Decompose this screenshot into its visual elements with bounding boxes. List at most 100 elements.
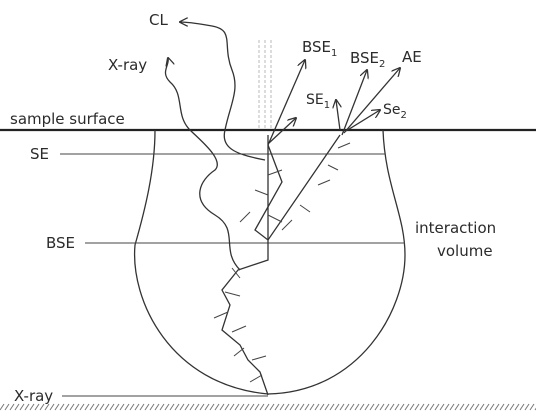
- hatch-mark: [285, 404, 289, 410]
- xray-trajectory[interactable]: [165, 58, 240, 270]
- hatch-mark: [70, 404, 74, 410]
- hatch-mark: [315, 404, 319, 410]
- hatch-mark: [105, 404, 109, 410]
- hatch-mark: [205, 404, 209, 410]
- hatch-mark: [200, 404, 204, 410]
- hatch-mark: [520, 404, 524, 410]
- hatch-mark: [175, 404, 179, 410]
- hatch-mark: [360, 404, 364, 410]
- hatch-mark: [165, 404, 169, 410]
- hatch-mark: [120, 404, 124, 410]
- hatch-mark: [430, 404, 434, 410]
- hatch-mark: [100, 404, 104, 410]
- hatch-mark: [135, 404, 139, 410]
- hatch-mark: [410, 404, 414, 410]
- hatch-mark: [55, 404, 59, 410]
- bse-depth-label: BSE: [46, 234, 75, 252]
- hatch-mark: [305, 404, 309, 410]
- hatch-mark: [265, 404, 269, 410]
- hatch-mark: [150, 404, 154, 410]
- primary-electron-path: [222, 135, 268, 395]
- bse1-arrow[interactable]: [268, 60, 305, 145]
- xray-depth-label: X-ray: [14, 387, 53, 405]
- hatch-mark: [215, 404, 219, 410]
- incident-beam: [259, 40, 271, 130]
- hatch-mark: [250, 404, 254, 410]
- hatch-mark: [530, 404, 534, 410]
- hatch-mark: [350, 404, 354, 410]
- hatch-mark: [210, 404, 214, 410]
- hatch-mark: [160, 404, 164, 410]
- hatch-mark: [125, 404, 129, 410]
- hatch-mark: [170, 404, 174, 410]
- hatch-mark: [425, 404, 429, 410]
- hatch-mark: [490, 404, 494, 410]
- hatch-mark: [450, 404, 454, 410]
- hatch-mark: [415, 404, 419, 410]
- hatch-mark: [295, 404, 299, 410]
- hatch-mark: [75, 404, 79, 410]
- hatch-mark: [340, 404, 344, 410]
- interaction-label: interaction: [415, 219, 496, 237]
- hatch-mark: [420, 404, 424, 410]
- hatch-mark: [80, 404, 84, 410]
- hatch-mark: [440, 404, 444, 410]
- hatch-mark: [140, 404, 144, 410]
- hatch-mark: [155, 404, 159, 410]
- hatch-mark: [525, 404, 529, 410]
- hatch-mark: [300, 404, 304, 410]
- sample-base-hatching: [0, 404, 536, 410]
- hatch-mark: [375, 404, 379, 410]
- hatch-mark: [185, 404, 189, 410]
- hatch-mark: [95, 404, 99, 410]
- hatch-mark: [230, 404, 234, 410]
- hatch-mark: [260, 404, 264, 410]
- hatch-mark: [245, 404, 249, 410]
- ae-arrow[interactable]: [344, 68, 400, 133]
- hatch-mark: [280, 404, 284, 410]
- hatch-mark: [480, 404, 484, 410]
- hatch-mark: [370, 404, 374, 410]
- cl-label: CL: [149, 11, 168, 29]
- hatch-mark: [255, 404, 259, 410]
- hatch-mark: [240, 404, 244, 410]
- hatch-mark: [320, 404, 324, 410]
- hatch-mark: [455, 404, 459, 410]
- hatch-mark: [290, 404, 294, 410]
- hatch-mark: [400, 404, 404, 410]
- hatch-mark: [190, 404, 194, 410]
- bse2-label: BSE2: [350, 49, 385, 70]
- se2-label: Se2: [383, 102, 407, 121]
- se1-arrow[interactable]: [336, 100, 340, 130]
- hatch-mark: [330, 404, 334, 410]
- hatch-mark: [90, 404, 94, 410]
- ae-label: AE: [402, 48, 422, 66]
- hatch-mark: [395, 404, 399, 410]
- hatch-mark: [85, 404, 89, 410]
- hatch-mark: [225, 404, 229, 410]
- hatch-mark: [275, 404, 279, 410]
- hatch-mark: [110, 404, 114, 410]
- hatch-mark: [220, 404, 224, 410]
- hatch-mark: [145, 404, 149, 410]
- hatch-mark: [470, 404, 474, 410]
- se-depth-label: SE: [30, 145, 49, 163]
- hatch-mark: [235, 404, 239, 410]
- cl-trajectory[interactable]: [180, 22, 265, 160]
- hatch-mark: [390, 404, 394, 410]
- hatch-mark: [5, 404, 9, 410]
- se1-label: SE1: [306, 92, 330, 111]
- hatch-mark: [335, 404, 339, 410]
- hatch-mark: [130, 404, 134, 410]
- hatch-mark: [0, 404, 4, 410]
- hatch-mark: [195, 404, 199, 410]
- hatch-mark: [505, 404, 509, 410]
- hatch-mark: [270, 404, 274, 410]
- hatch-mark: [310, 404, 314, 410]
- hatch-mark: [355, 404, 359, 410]
- hatch-mark: [380, 404, 384, 410]
- hatch-mark: [385, 404, 389, 410]
- hatch-mark: [405, 404, 409, 410]
